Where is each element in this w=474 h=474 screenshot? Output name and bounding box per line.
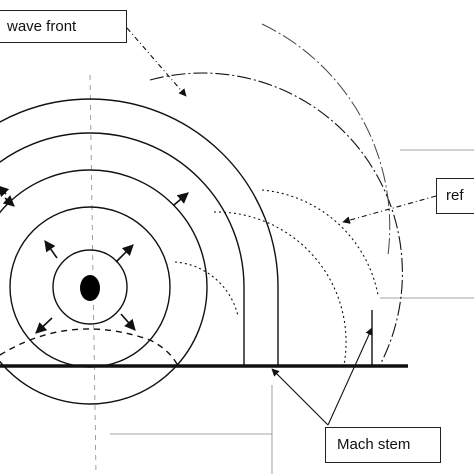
wave-front-ring-3 [0,169,208,405]
expansion-arrows [0,185,189,334]
wave-front-leader [126,27,187,97]
wave-front-ring-1 [52,249,128,325]
mach-stem-leader-1 [271,368,329,426]
wave-front-ring-5 [0,98,279,365]
outer-wave-front-arc [149,72,403,366]
expansion-arrow [173,192,189,206]
mach-stem-leader-2 [327,327,373,426]
expansion-arrow [44,240,58,259]
leader-arrows [126,27,437,426]
reflected-arc-2 [261,189,379,296]
expansion-arrow [120,313,136,331]
reflected-wave-fronts [174,189,379,366]
wave-front-ring-4 [0,132,245,365]
reflected-arc-3 [213,211,347,366]
wave-front-label: wave front [0,10,127,43]
construction-guides [89,74,474,474]
reflected-arc-1 [174,261,239,317]
reflected-leader [342,195,437,224]
vertical-axis [89,74,97,474]
outer-wave-front-arc-2 [261,23,391,256]
mach-stem-label: Mach stem [325,427,441,463]
incident-wave-fronts [0,98,279,405]
expansion-arrow [0,185,10,198]
expansion-arrow [115,244,134,263]
explosive-charge [80,275,100,301]
expansion-arrow [35,317,53,334]
reflected-wave-label: ref [436,178,474,214]
ground-reflection-curve [0,328,179,367]
expansion-arrow [2,195,15,207]
